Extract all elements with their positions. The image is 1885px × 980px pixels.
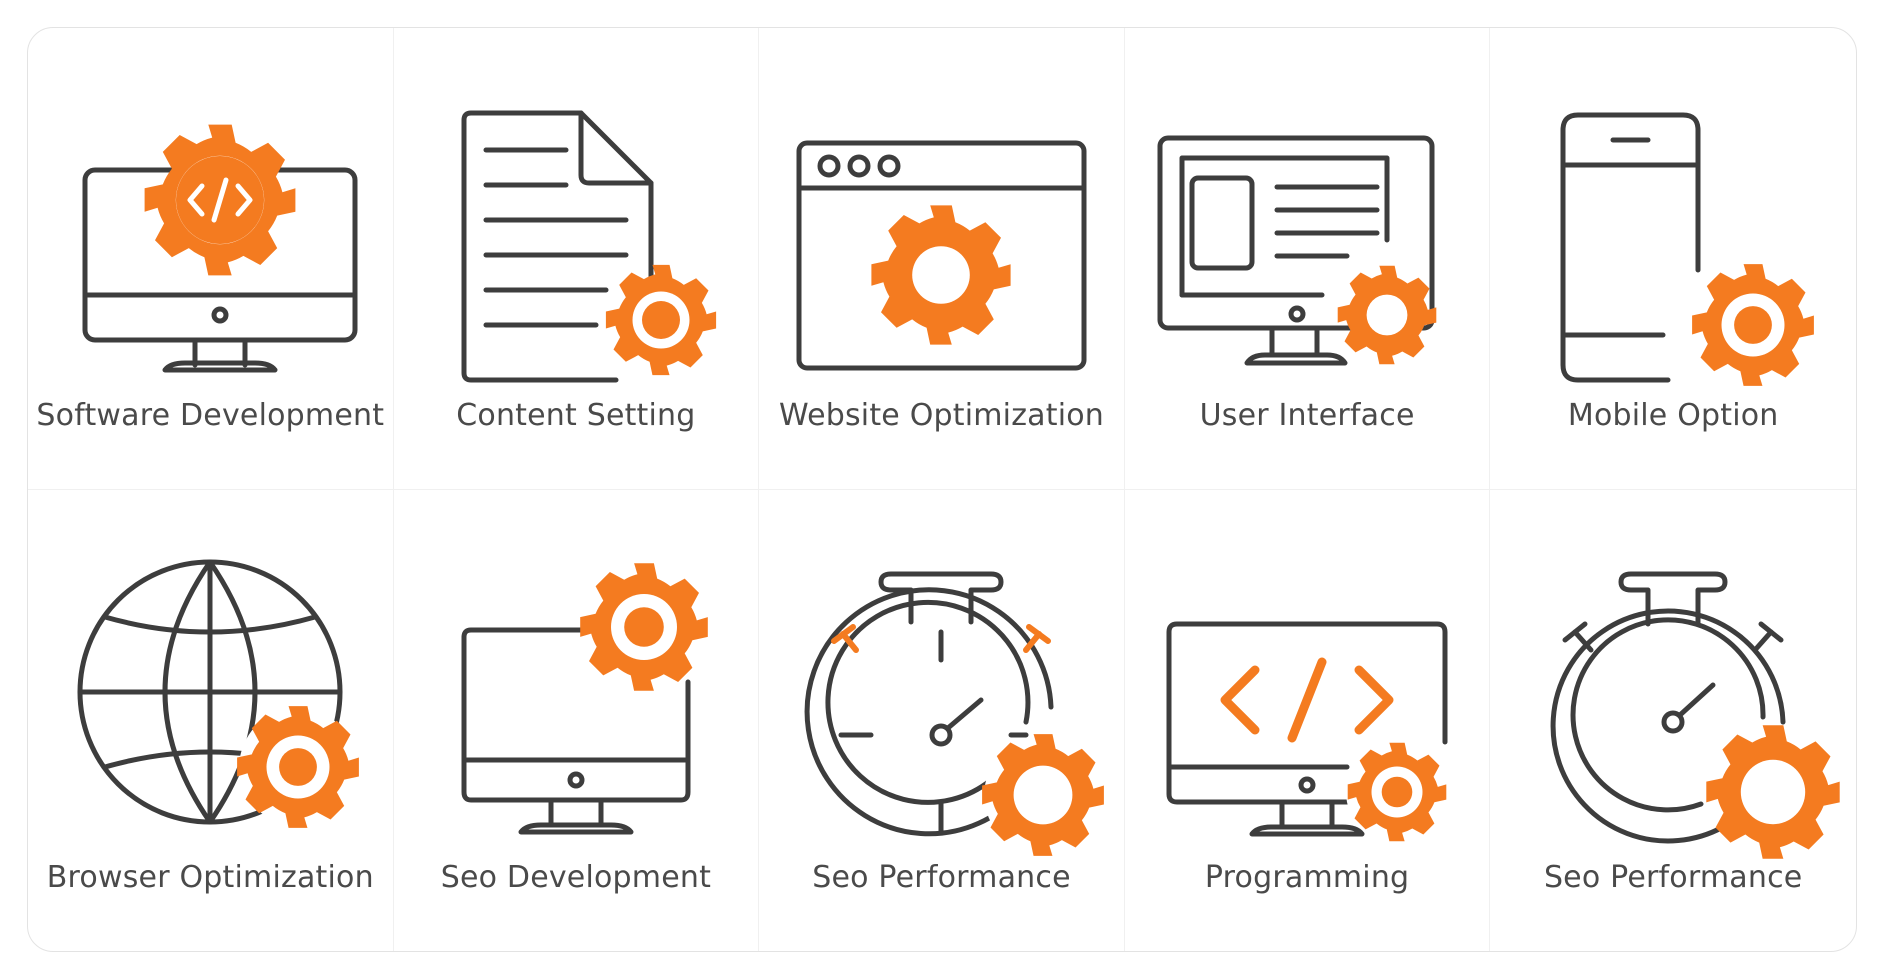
tile-user-interface: User Interface <box>1124 28 1491 490</box>
content-setting-icon <box>461 110 716 383</box>
tile-programming: Programming <box>1125 489 1491 951</box>
tile-mobile-option: Mobile Option <box>1490 28 1856 490</box>
seo-performance-icon <box>805 571 1105 856</box>
tile-label: User Interface <box>1199 398 1415 433</box>
mobile-option-icon <box>1560 112 1815 386</box>
icon-set-card: Software Development Content Setting <box>27 27 1857 952</box>
user-interface-icon <box>1157 135 1437 366</box>
tile-seo-development: Seo Development <box>394 489 760 951</box>
icon-grid: Software Development Content Setting <box>28 28 1856 951</box>
tile-label: Software Development <box>36 398 385 433</box>
tile-label: Seo Performance <box>1543 859 1803 895</box>
tile-content-setting: Content Setting <box>393 28 760 490</box>
tile-label: Browser Optimization <box>46 859 374 895</box>
seo-development-icon <box>461 562 708 834</box>
tile-website-optimization: Website Optimization <box>759 28 1125 490</box>
tile-label: Content Setting <box>456 398 696 433</box>
tile-label: Programming <box>1204 859 1410 895</box>
tile-seo-performance: Seo Performance <box>759 489 1125 951</box>
tile-browser-optimization: Browser Optimization <box>28 489 394 951</box>
tile-label: Seo Performance <box>812 859 1071 895</box>
software-development-icon <box>82 124 358 373</box>
browser-optimization-icon <box>77 559 360 828</box>
website-optimization-icon <box>796 140 1087 371</box>
tile-label: Website Optimization <box>778 398 1105 433</box>
seo-performance-alt-icon <box>1550 571 1840 859</box>
programming-icon <box>1166 621 1449 843</box>
tile-software-development: Software Development <box>28 28 394 490</box>
tile-label: Mobile Option <box>1567 398 1779 433</box>
tile-seo-performance-alt: Seo Performance <box>1490 490 1856 952</box>
tile-label: Seo Development <box>440 859 712 895</box>
